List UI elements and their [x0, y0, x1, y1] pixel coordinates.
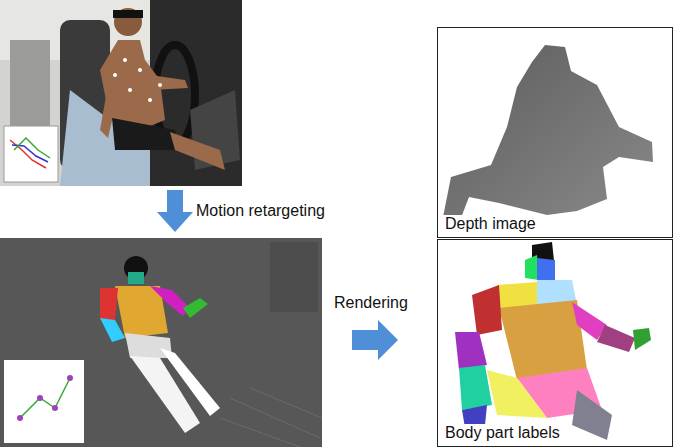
step-label: Rendering	[332, 294, 410, 312]
render-illustration	[0, 238, 322, 447]
step-label: Motion retargeting	[194, 202, 327, 220]
labels-illustration	[437, 240, 673, 447]
photo-illustration	[0, 0, 242, 186]
image-panel: Depth image	[437, 27, 673, 238]
panel-caption: Body part labels	[442, 424, 563, 442]
panel-caption: Depth image	[442, 215, 539, 233]
depth-illustration	[437, 27, 673, 237]
image-panel: Body part labels	[437, 239, 673, 447]
